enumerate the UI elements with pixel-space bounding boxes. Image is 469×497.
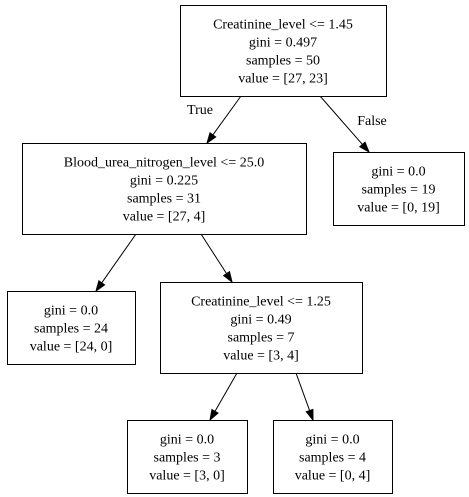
arrowhead-icon [222, 270, 233, 284]
tree-edge: False [319, 95, 387, 154]
node-box [160, 282, 363, 374]
node-text-line: gini = 0.0 [44, 304, 98, 319]
tree-edge [209, 372, 238, 422]
tree-edge [200, 233, 233, 284]
node-text-line: value = [24, 0] [30, 340, 113, 355]
leaf-node: gini = 0.0 samples = 24 value = [24, 0] [7, 291, 136, 365]
arrowhead-icon [209, 408, 219, 422]
node-text-line: samples = 19 [362, 183, 436, 198]
edge-line [101, 233, 137, 284]
node-text-line: samples = 24 [34, 322, 108, 337]
split-node: Creatinine_level <= 1.25 gini = 0.49 sampl… [160, 282, 363, 374]
node-text-line: gini = 0.225 [130, 174, 198, 189]
node-text-line: gini = 0.0 [160, 433, 214, 448]
node-text-line: samples = 4 [299, 451, 366, 466]
tree-edge [295, 372, 314, 422]
arrowhead-icon [206, 132, 217, 145]
node-text-line: Creatinine_level <= 1.25 [191, 295, 331, 310]
split-node: Blood_urea_nitrogen_level <= 25.0 gini = … [22, 143, 307, 235]
edge-label: False [357, 114, 387, 129]
tree-edge: True [187, 95, 242, 145]
nodes-layer: Creatinine_level <= 1.45 gini = 0.497 samp… [7, 5, 465, 494]
node-text-line: Creatinine_level <= 1.45 [213, 18, 353, 33]
node-text-line: value = [27, 23] [238, 72, 328, 87]
node-text-line: samples = 7 [228, 331, 295, 346]
node-box [22, 143, 307, 235]
arrowhead-icon [95, 279, 106, 293]
node-text-line: samples = 3 [154, 451, 221, 466]
node-text-line: value = [27, 4] [123, 210, 206, 225]
arrowhead-icon [358, 141, 370, 154]
node-text-line: gini = 0.497 [249, 36, 317, 51]
edge-line [212, 95, 242, 136]
edge-line [295, 372, 311, 411]
node-box [180, 5, 387, 97]
node-text-line: value = [0, 19] [357, 201, 440, 216]
leaf-node: gini = 0.0 samples = 4 value = [0, 4] [273, 420, 393, 494]
node-box [333, 152, 465, 226]
node-text-line: value = [0, 4] [295, 469, 371, 484]
node-text-line: Blood_urea_nitrogen_level <= 25.0 [64, 156, 264, 171]
edge-label: True [187, 103, 213, 118]
leaf-node: gini = 0.0 samples = 3 value = [3, 0] [127, 420, 248, 494]
node-text-line: value = [3, 4] [223, 349, 299, 364]
leaf-node: gini = 0.0 samples = 19 value = [0, 19] [333, 152, 465, 226]
node-text-line: samples = 31 [127, 192, 201, 207]
node-box [7, 291, 136, 365]
tree-edge [95, 233, 137, 293]
edge-line [214, 372, 238, 412]
node-text-line: gini = 0.49 [230, 313, 291, 328]
arrowhead-icon [305, 408, 314, 422]
node-box [127, 420, 248, 494]
node-text-line: samples = 50 [246, 54, 320, 69]
node-text-line: value = [3, 0] [149, 469, 225, 484]
split-node: Creatinine_level <= 1.45 gini = 0.497 samp… [180, 5, 387, 97]
node-text-line: gini = 0.0 [371, 165, 425, 180]
node-box [273, 420, 393, 494]
edge-line [200, 233, 227, 274]
node-text-line: gini = 0.0 [305, 433, 359, 448]
edge-line [319, 95, 363, 145]
